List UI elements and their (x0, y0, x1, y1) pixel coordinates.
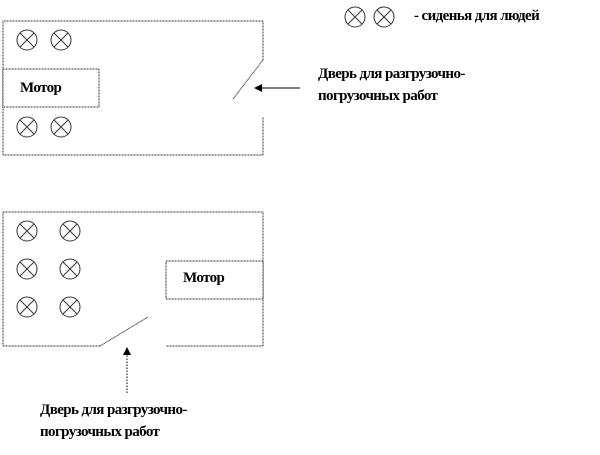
seat-icon (50, 116, 72, 138)
top-door-label-1: Дверь для разгрузочно- (318, 66, 465, 82)
seat-icon (59, 220, 81, 242)
legend-label: - сиденья для людей (414, 8, 540, 24)
bottom-vehicle (2, 211, 264, 347)
seat-icon (16, 116, 38, 138)
bottom-door-label-2: погрузочных работ (40, 424, 160, 440)
seat-icon (16, 258, 38, 280)
bottom-motor-box (165, 260, 264, 300)
seat-icon (59, 296, 81, 318)
top-motor-box (2, 68, 100, 108)
bottom-motor-label: Мотор (183, 270, 225, 286)
seat-icon (59, 258, 81, 280)
top-door-label-2: погрузочных работ (318, 88, 438, 104)
bottom-door-label-1: Дверь для разгрузочно- (40, 402, 187, 418)
top-motor-label: Мотор (20, 80, 62, 96)
seat-icon (50, 29, 72, 51)
legend-seat-icon (373, 6, 395, 28)
legend-seat-icon (344, 6, 366, 28)
seat-icon (16, 29, 38, 51)
top-vehicle (2, 20, 264, 156)
seat-icon (16, 220, 38, 242)
seat-icon (16, 296, 38, 318)
top-door-line (232, 59, 264, 100)
bottom-door-line (99, 316, 149, 347)
